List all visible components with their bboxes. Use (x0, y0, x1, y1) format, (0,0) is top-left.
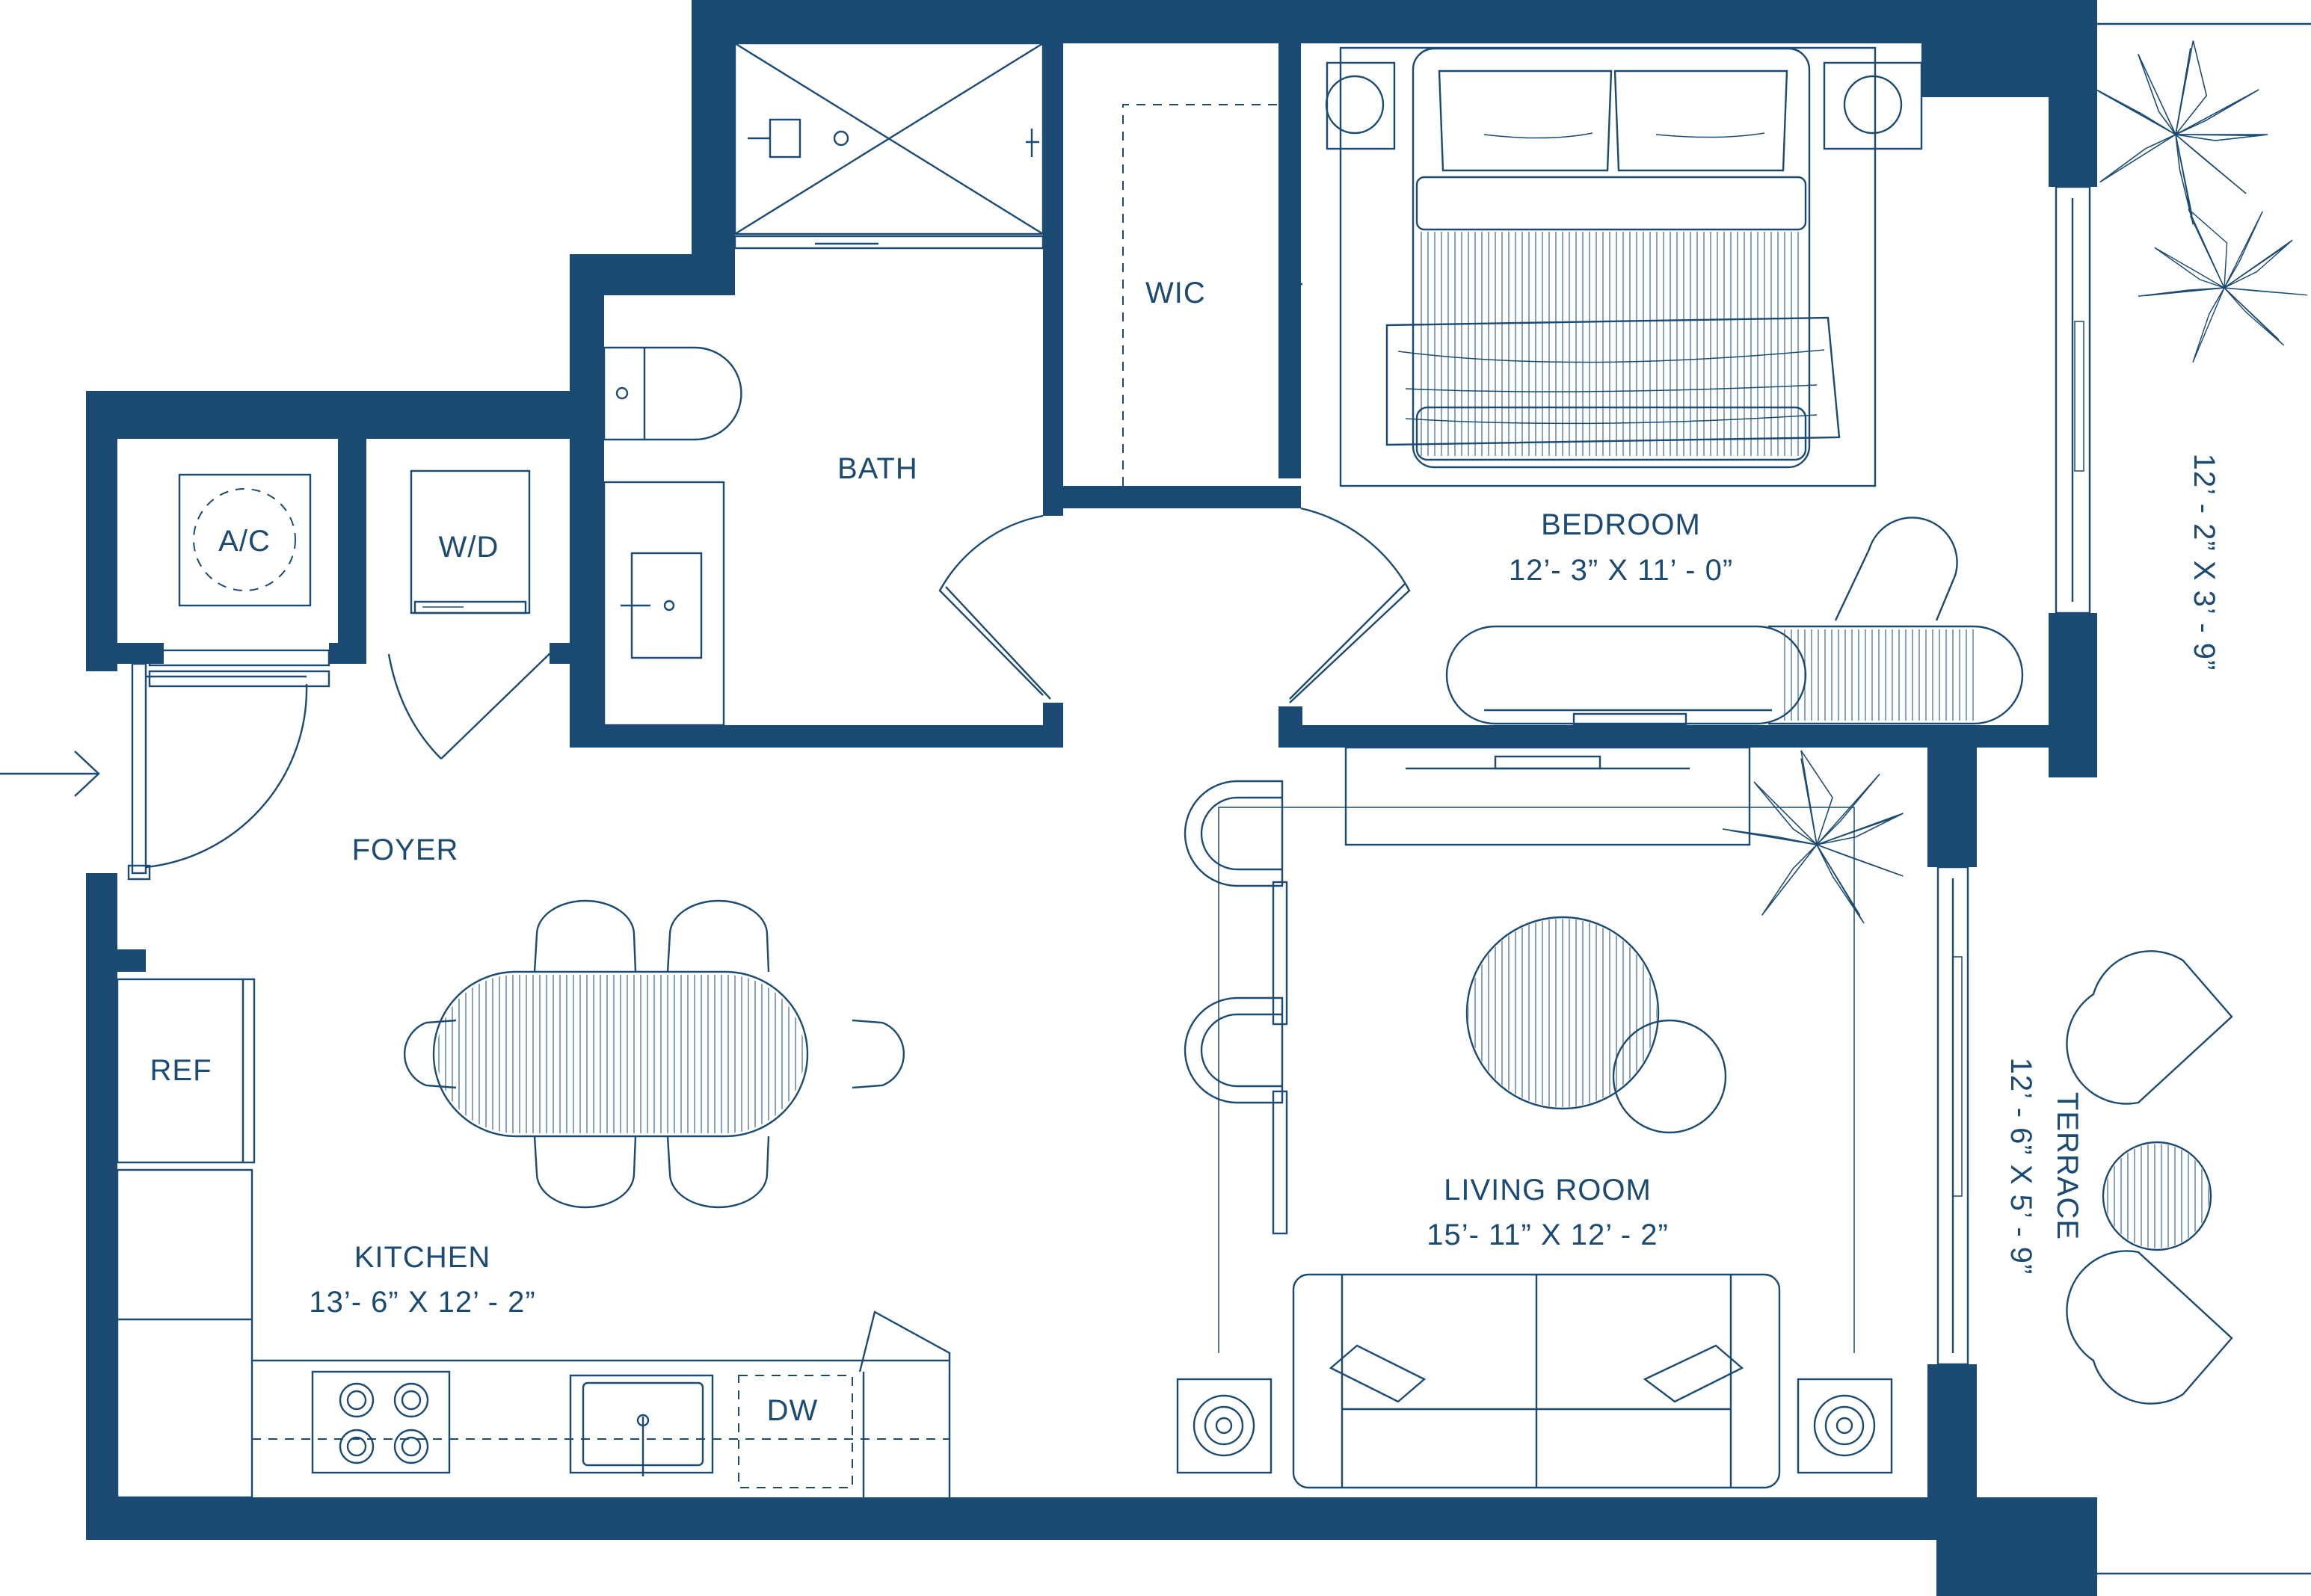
living-furniture (1176, 746, 1893, 1489)
foyer-entry (0, 662, 308, 881)
bath-fixtures (603, 42, 1051, 727)
ref-label: REF (150, 1054, 212, 1087)
wic-fixtures (1122, 104, 1411, 703)
bath-label: BATH (837, 452, 918, 485)
wic-label: WIC (1145, 277, 1206, 309)
terrace-furniture (2066, 22, 2311, 1575)
terrace-upper-dims: 12’ - 2” X 3’ - 9” (2188, 454, 2221, 671)
bedroom-furniture (1325, 46, 2024, 727)
living-room-dims: 15’- 11” X 12’ - 2” (1427, 1218, 1669, 1251)
kitchen-label: KITCHEN (354, 1241, 491, 1274)
utility-closets (148, 469, 558, 760)
foyer-label: FOYER (352, 834, 459, 866)
plant-icon (2119, 185, 2311, 379)
kitchen-fixtures (116, 899, 951, 1499)
windows (1936, 185, 2091, 1366)
bedroom-label: BEDROOM (1541, 508, 1701, 541)
bedroom-dims: 12’- 3” X 11’ - 0” (1509, 554, 1733, 587)
terrace-dims: 12’ - 6” X 5’ - 9” (2004, 1058, 2037, 1275)
kitchen-dims: 13’- 6” X 12’ - 2” (309, 1286, 535, 1319)
living-room-label: LIVING ROOM (1444, 1174, 1652, 1207)
terrace-label: TERRACE (2051, 1092, 2084, 1240)
dw-label: DW (767, 1394, 819, 1427)
room-labels: BATH WIC BEDROOM 12’- 3” X 11’ - 0” A/C … (150, 277, 2221, 1427)
wd-label: W/D (439, 531, 499, 564)
ac-label: A/C (218, 525, 271, 558)
walls (86, 0, 2097, 1596)
